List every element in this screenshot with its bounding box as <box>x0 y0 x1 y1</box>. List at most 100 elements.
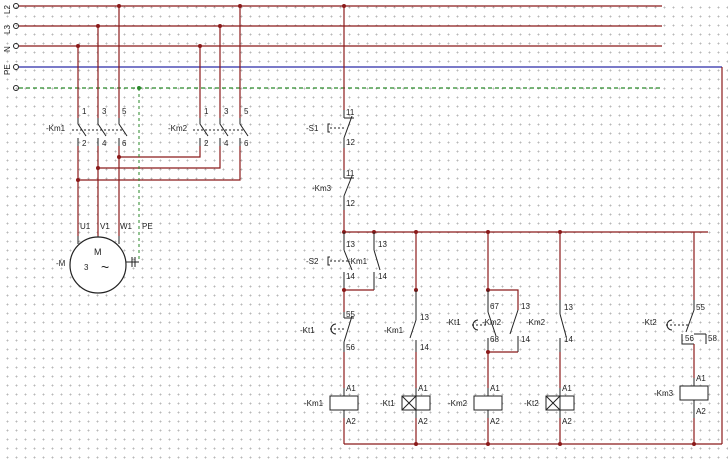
km1-holding-contact: 13 14 -Km1 <box>348 232 387 290</box>
component-ref-km1-hold: -Km1 <box>348 257 368 266</box>
s2-pushbutton: 13 14 -S2 <box>306 232 355 290</box>
coil-a2-label: A2 <box>418 417 428 426</box>
component-ref-kt2: -Kt2 <box>642 318 657 327</box>
coil-a2-label: A2 <box>490 417 500 426</box>
coil-ref: -Kt1 <box>380 399 395 408</box>
terminal-label: 13 <box>564 303 573 312</box>
coil-ref: -Kt2 <box>524 399 539 408</box>
terminal-label: 1 <box>204 107 209 116</box>
terminal-label: 55 <box>696 303 705 312</box>
coil-ref: -Km1 <box>304 399 324 408</box>
kt1-timed-contact: 55 56 -Kt1 <box>300 310 355 352</box>
coil-a1-label: A1 <box>346 384 356 393</box>
motor-terminal-label: U1 <box>80 222 91 231</box>
km2-aux-contact: 13 14 -Km2 <box>526 300 573 352</box>
component-ref-km3: -Km3 <box>312 184 332 193</box>
coil-a1-label: A1 <box>418 384 428 393</box>
power-section: 1 3 5 2 4 6 -Km1 1 3 5 2 4 6 -Km2 <box>46 4 346 294</box>
terminal-label: 13 <box>521 302 530 311</box>
terminal-label: 13 <box>378 240 387 249</box>
coil-kt2: A1 A2 -Kt2 <box>524 384 575 426</box>
junction-dot <box>486 442 490 446</box>
rail-label-n: N <box>3 46 12 52</box>
terminal-label: 14 <box>564 335 573 344</box>
kt2-timed-contact: 55 56 58 -Kt2 <box>642 300 717 345</box>
terminal-label: 6 <box>244 139 249 148</box>
rail-label-pe: PE <box>3 64 12 75</box>
junction-dot <box>414 442 418 446</box>
motor-phase-label: 3 <box>84 263 89 272</box>
terminal-label: 12 <box>346 138 355 147</box>
wire <box>119 146 201 158</box>
motor-ref: -M <box>56 259 66 268</box>
wire <box>78 146 241 181</box>
terminal-label: 14 <box>420 343 429 352</box>
component-ref-km1: -Km1 <box>46 124 66 133</box>
terminal-label: 5 <box>122 107 127 116</box>
terminal-label: 14 <box>378 272 387 281</box>
junction-dot <box>76 178 80 182</box>
terminal-label: 12 <box>346 199 355 208</box>
terminal-label: 6 <box>122 139 127 148</box>
terminal-label: 3 <box>224 107 229 116</box>
motor-terminal-label: V1 <box>100 222 110 231</box>
terminal-label: 5 <box>244 107 249 116</box>
terminal-label: 67 <box>490 302 499 311</box>
km3-nc-contact: 11 12 -Km3 <box>312 169 355 210</box>
terminal-label: 68 <box>490 335 499 344</box>
rail-terminal-l2 <box>13 3 19 9</box>
motor-terminal-label: W1 <box>120 222 133 231</box>
terminal-label: 13 <box>420 313 429 322</box>
junction-dot <box>137 86 141 90</box>
junction-dot <box>692 442 696 446</box>
coil-km2: A1 A2 -Km2 <box>448 384 503 426</box>
coil-ref: -Km2 <box>448 399 468 408</box>
terminal-label: 2 <box>204 139 209 148</box>
rail-terminal-blank <box>13 85 19 91</box>
component-ref-s1: -S1 <box>306 124 319 133</box>
rail-label-l2: L2 <box>3 5 12 14</box>
coil-km3: A1 A2 -Km3 <box>654 374 709 418</box>
s1-pushbutton: 11 12 -S1 <box>306 108 355 148</box>
component-ref-km1-aux: -Km1 <box>384 326 404 335</box>
component-ref-km2-inline: -Km2 <box>482 318 502 327</box>
motor-ac-label: ~ <box>101 259 109 275</box>
coil-a1-label: A1 <box>490 384 500 393</box>
coil-a2-label: A2 <box>696 407 706 416</box>
terminal-label: 56 <box>346 343 355 352</box>
component-ref-kt1: -Kt1 <box>300 326 315 335</box>
km2-power-contacts: 1 3 5 2 4 6 -Km2 <box>168 107 249 148</box>
terminal-label: 14 <box>521 335 530 344</box>
coil-a2-label: A2 <box>562 417 572 426</box>
terminal-label: 11 <box>346 169 355 178</box>
junction-dot <box>117 155 121 159</box>
terminal-label: 11 <box>346 108 355 117</box>
rail-terminal-l3 <box>13 23 19 29</box>
control-section: 11 12 -S1 11 12 -Km3 13 <box>300 6 723 446</box>
motor-m-label: M <box>94 247 102 257</box>
motor: U1 V1 W1 PE M 3 ~ -M <box>56 222 153 294</box>
rail-terminal-pe <box>13 64 19 70</box>
terminal-label: 4 <box>102 139 107 148</box>
km1-aux-contact: 13 14 -Km1 <box>384 290 429 352</box>
coil-a2-label: A2 <box>346 417 356 426</box>
rails: L2 L3 N PE <box>3 3 722 91</box>
component-ref-kt1-changeover: -Kt1 <box>446 318 461 327</box>
km1-power-contacts: 1 3 5 2 4 6 -Km1 <box>46 107 128 148</box>
rail-label-l3: L3 <box>3 25 12 34</box>
junction-dot <box>96 166 100 170</box>
component-ref-km2: -Km2 <box>168 124 188 133</box>
terminal-label: 14 <box>346 272 355 281</box>
terminal-label: 3 <box>102 107 107 116</box>
terminal-label: 55 <box>346 310 355 319</box>
kt1-changeover-contact: 67 68 13 14 -Kt1 -Km2 <box>446 290 530 352</box>
component-ref-s2: -S2 <box>306 257 319 266</box>
rail-terminal-n <box>13 43 19 49</box>
coil-a1-label: A1 <box>562 384 572 393</box>
terminal-label: 56 <box>685 334 694 343</box>
terminal-label: 13 <box>346 240 355 249</box>
coil-km1: A1 A2 -Km1 <box>304 384 359 426</box>
terminal-label: 58 <box>708 334 717 343</box>
coil-kt1: A1 A2 -Kt1 <box>380 384 431 426</box>
